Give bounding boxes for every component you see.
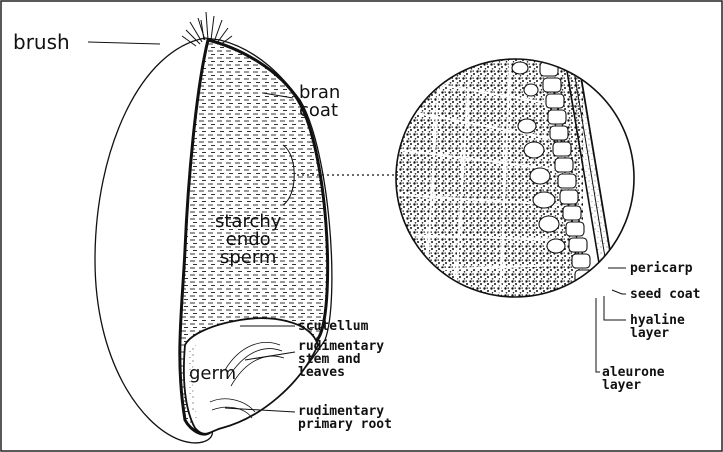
label-rudimentary-stem-leaves: rudimentary stem and leaves (298, 340, 384, 379)
label-brush: brush (13, 32, 70, 52)
label-rudimentary-primary-root: rudimentary primary root (298, 405, 392, 431)
label-bran-coat: bran coat (299, 84, 340, 120)
label-germ: germ (189, 365, 236, 383)
label-hyaline-layer: hyaline layer (630, 314, 685, 340)
label-aleurone-layer: aleurone layer (602, 366, 665, 392)
label-pericarp: pericarp (630, 262, 693, 275)
label-starchy-endosperm: starchy endo sperm (215, 213, 281, 267)
label-scutellum: scutellum (298, 320, 368, 333)
label-seed-coat: seed coat (630, 288, 700, 301)
